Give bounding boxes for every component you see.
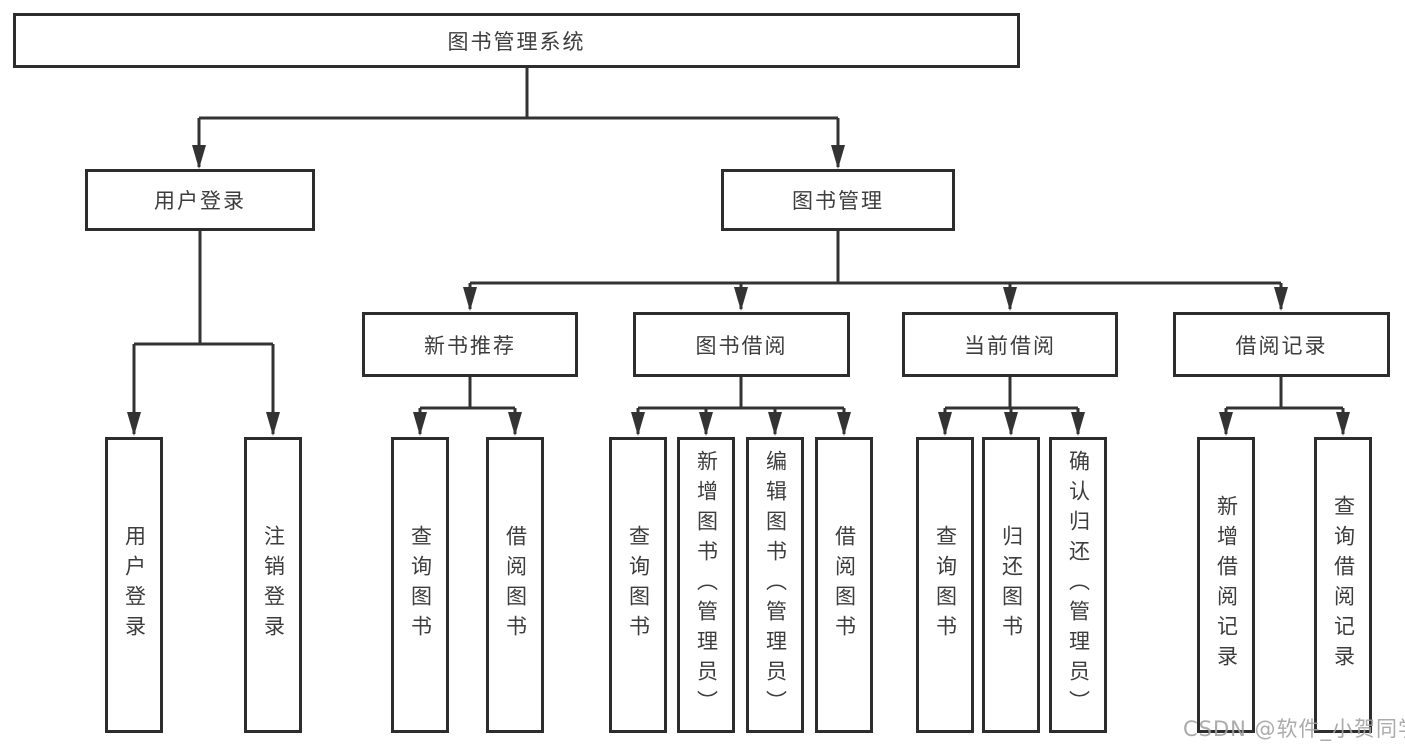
leaf-label: 注销登录 <box>261 525 286 645</box>
leaf-add-borrow-record: 新增借阅记录 <box>1197 437 1255 733</box>
node-book-borrowing: 图书借阅 <box>633 312 850 377</box>
leaf-label: 借阅图书 <box>832 525 857 645</box>
node-current-borrowing: 当前借阅 <box>902 312 1118 377</box>
leaf-label: 编辑图书（管理员） <box>763 450 788 720</box>
leaf-query-books-borrowing: 查询图书 <box>609 437 667 733</box>
leaf-label: 查询借阅记录 <box>1331 495 1356 675</box>
leaf-query-borrow-record: 查询借阅记录 <box>1314 437 1372 733</box>
node-book-management: 图书管理 <box>721 169 955 231</box>
leaf-query-books-recommend: 查询图书 <box>391 437 449 733</box>
leaf-add-books-admin: 新增图书（管理员） <box>677 437 735 733</box>
leaf-label: 新增图书（管理员） <box>694 450 719 720</box>
node-user-login: 用户登录 <box>85 169 315 231</box>
connector-book-borrowing-children <box>631 377 851 436</box>
leaf-logout: 注销登录 <box>244 437 302 733</box>
leaf-label: 查询图书 <box>933 525 958 645</box>
leaf-label: 查询图书 <box>626 525 651 645</box>
leaf-query-books-current: 查询图书 <box>916 437 974 733</box>
leaf-label: 借阅图书 <box>503 525 528 645</box>
connector-current-borrowing-children <box>938 377 1085 436</box>
leaf-label: 新增借阅记录 <box>1214 495 1239 675</box>
node-library-system: 图书管理系统 <box>13 13 1020 68</box>
connector-root-to-level2 <box>192 68 845 169</box>
leaf-label: 归还图书 <box>999 525 1024 645</box>
node-new-book-recommend: 新书推荐 <box>362 312 578 377</box>
leaf-confirm-return-admin: 确认归还（管理员） <box>1049 437 1107 733</box>
connector-new-book-children <box>413 377 522 436</box>
connector-borrow-records-children <box>1219 377 1350 436</box>
leaf-label: 用户登录 <box>122 525 147 645</box>
connector-user-login-children <box>127 231 280 436</box>
leaf-return-books: 归还图书 <box>982 437 1040 733</box>
leaf-edit-books-admin: 编辑图书（管理员） <box>746 437 804 733</box>
leaf-borrow-books-recommend: 借阅图书 <box>486 437 544 733</box>
leaf-user-login: 用户登录 <box>105 437 163 733</box>
leaf-label: 查询图书 <box>408 525 433 645</box>
connector-book-management-children <box>463 231 1288 311</box>
leaf-label: 确认归还（管理员） <box>1066 450 1091 720</box>
node-borrow-records: 借阅记录 <box>1173 312 1390 377</box>
csdn-watermark: CSDN @软件_小贺同学 <box>1183 717 1405 741</box>
leaf-borrow-books-borrowing: 借阅图书 <box>815 437 873 733</box>
